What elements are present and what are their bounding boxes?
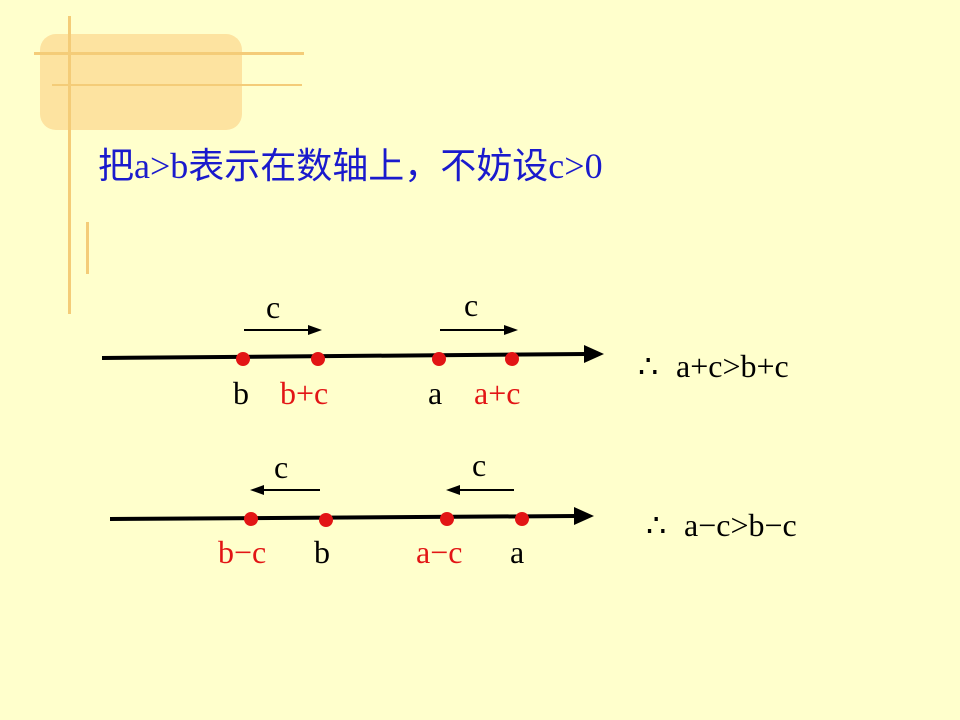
point-a-plus-c bbox=[505, 352, 519, 366]
axis-arrowhead bbox=[584, 345, 604, 363]
number-line-bottom: c c b−c b a−c a bbox=[109, 447, 594, 570]
axis-line bbox=[109, 514, 577, 521]
point-label: a+c bbox=[474, 375, 520, 411]
point-label: b bbox=[233, 375, 249, 411]
axis-line bbox=[101, 352, 587, 360]
point-label: a−c bbox=[416, 534, 462, 570]
shift-arrowhead bbox=[250, 485, 264, 495]
decorative-line bbox=[68, 16, 71, 314]
conclusion-top: ∴ a+c>b+c bbox=[638, 348, 789, 384]
point-b bbox=[236, 352, 250, 366]
shift-arrowhead bbox=[504, 325, 518, 335]
decorative-block bbox=[40, 34, 242, 130]
decorative-line bbox=[52, 84, 302, 86]
conclusion-bottom: ∴ a−c>b−c bbox=[646, 507, 797, 543]
decorative-line bbox=[86, 222, 89, 274]
shift-label: c bbox=[274, 449, 288, 485]
point-label: b−c bbox=[218, 534, 266, 570]
point-b bbox=[319, 513, 333, 527]
point-b-minus-c bbox=[244, 512, 258, 526]
slide-title: 把a>b表示在数轴上，不妨设c>0 bbox=[98, 146, 603, 186]
point-b-plus-c bbox=[311, 352, 325, 366]
point-a bbox=[515, 512, 529, 526]
number-line-top: c c b b+c a a+c bbox=[101, 287, 604, 411]
conclusion-text: a−c>b−c bbox=[684, 507, 797, 543]
point-label: b bbox=[314, 534, 330, 570]
shift-arrowhead bbox=[446, 485, 460, 495]
shift-arrowhead bbox=[308, 325, 322, 335]
point-label: b+c bbox=[280, 375, 328, 411]
conclusion-text: a+c>b+c bbox=[676, 348, 789, 384]
point-a-minus-c bbox=[440, 512, 454, 526]
therefore-symbol: ∴ bbox=[638, 348, 658, 384]
point-a bbox=[432, 352, 446, 366]
point-label: a bbox=[510, 534, 524, 570]
point-label: a bbox=[428, 375, 442, 411]
shift-label: c bbox=[472, 447, 486, 483]
shift-label: c bbox=[464, 287, 478, 323]
axis-arrowhead bbox=[574, 507, 594, 525]
decorative-line bbox=[34, 52, 304, 55]
therefore-symbol: ∴ bbox=[646, 507, 666, 543]
shift-label: c bbox=[266, 289, 280, 325]
